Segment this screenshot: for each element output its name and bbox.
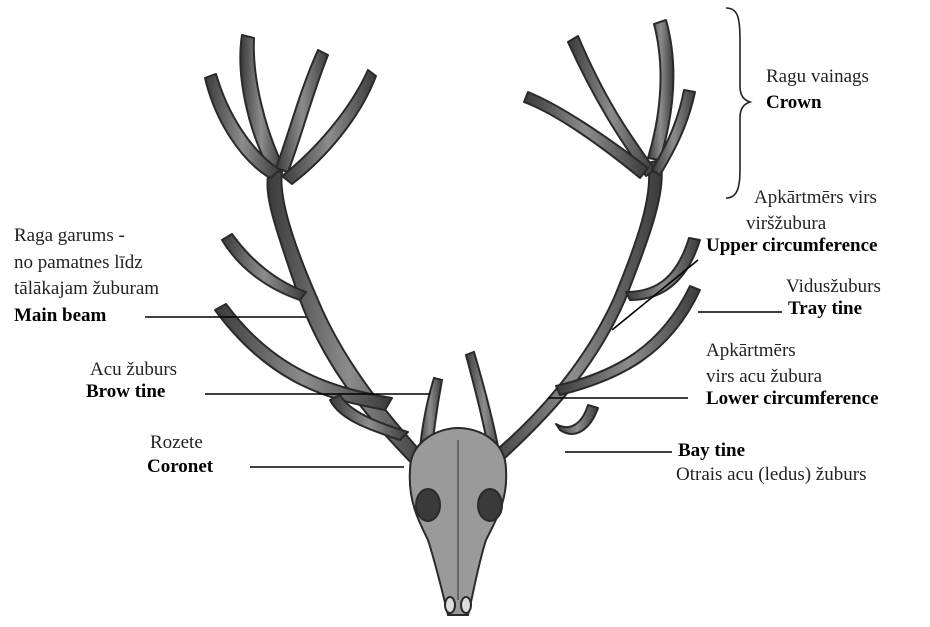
main-beam-desc-1: Raga garums - — [14, 225, 125, 247]
lower-circ-label-en: Lower circumference — [706, 388, 879, 410]
crown-label-lv: Ragu vainags — [766, 66, 869, 88]
coronet-label-en: Coronet — [147, 456, 213, 478]
skull — [410, 428, 506, 615]
main-beam-desc-2: no pamatnes līdz — [14, 252, 143, 274]
coronet-label-lv: Rozete — [150, 432, 203, 454]
upper-circ-label-en: Upper circumference — [706, 235, 877, 257]
right-antler — [482, 20, 700, 470]
upper-circ-label-lv-1: Apkārtmērs virs — [754, 187, 877, 209]
crown-brace — [726, 8, 750, 198]
left-antler — [205, 35, 430, 470]
brow-tine-label-lv: Acu žuburs — [90, 359, 177, 381]
lower-circ-label-lv-2: virs acu žubura — [706, 366, 822, 388]
lower-circ-label-lv-1: Apkārtmērs — [706, 340, 796, 362]
tray-tine-label-en: Tray tine — [788, 298, 862, 320]
upper-circ-label-lv-2: viršžubura — [746, 213, 826, 235]
bay-tine-label-en: Bay tine — [678, 440, 745, 462]
tray-tine-label-lv: Vidusžuburs — [786, 276, 881, 298]
main-beam-label-en: Main beam — [14, 305, 106, 327]
bay-tine-label-lv: Otrais acu (ledus) žuburs — [676, 464, 866, 486]
brow-tine-label-en: Brow tine — [86, 381, 165, 403]
crown-label-en: Crown — [766, 92, 822, 114]
main-beam-desc-3: tālākajam žuburam — [14, 278, 159, 300]
